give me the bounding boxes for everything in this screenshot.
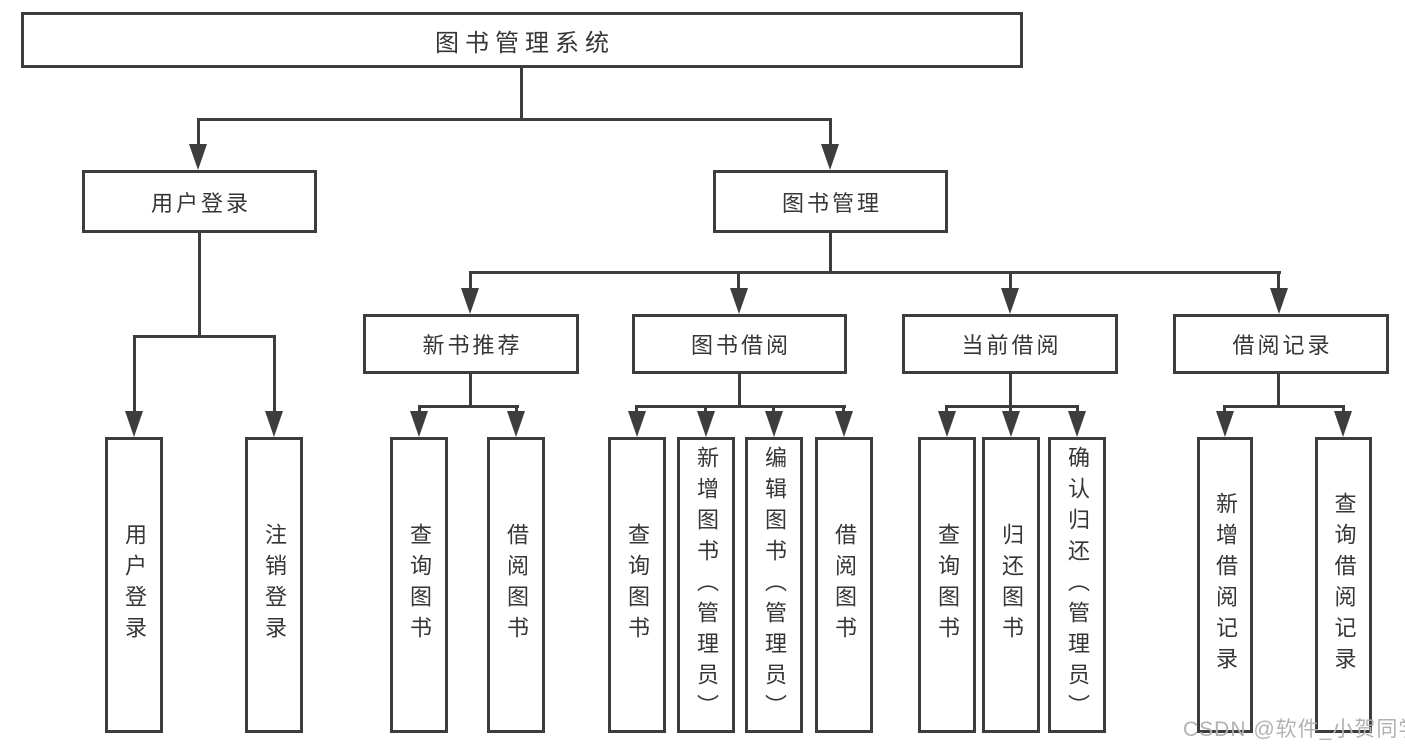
leaf-query-book-current: 查询图书 bbox=[918, 437, 976, 733]
connector-borrow-drop-3 bbox=[772, 405, 775, 414]
arrow-down-icon bbox=[189, 144, 207, 170]
connector-records-drop-2 bbox=[1342, 405, 1345, 414]
leaf-logout: 注销登录 bbox=[245, 437, 303, 733]
connector-bookmgmt-drop-4 bbox=[1277, 271, 1280, 291]
node-root: 图书管理系统 bbox=[21, 12, 1023, 68]
connector-current-branch bbox=[945, 405, 1079, 408]
connector-root-drop-right bbox=[829, 118, 832, 148]
arrow-down-icon bbox=[265, 411, 283, 437]
arrow-down-icon bbox=[1068, 411, 1086, 437]
connector-borrow-stem bbox=[738, 374, 741, 407]
leaf-query-book-recommend: 查询图书 bbox=[390, 437, 448, 733]
leaf-edit-book-admin: 编辑图书（管理员） bbox=[745, 437, 803, 733]
connector-newbook-drop-1 bbox=[418, 405, 421, 414]
connector-records-drop-1 bbox=[1223, 405, 1226, 414]
connector-bookmgmt-drop-1 bbox=[469, 271, 472, 291]
node-current-borrow: 当前借阅 bbox=[902, 314, 1118, 374]
connector-borrow-branch bbox=[635, 405, 846, 408]
leaf-add-borrow-record: 新增借阅记录 bbox=[1197, 437, 1253, 733]
leaf-return-book: 归还图书 bbox=[982, 437, 1040, 733]
arrow-down-icon bbox=[765, 411, 783, 437]
connector-newbook-stem bbox=[469, 374, 472, 407]
node-book-management: 图书管理 bbox=[713, 170, 948, 233]
connector-userlogin-drop-1 bbox=[133, 335, 136, 413]
connector-bookmgmt-drop-2 bbox=[737, 271, 740, 291]
arrow-down-icon bbox=[410, 411, 428, 437]
connector-userlogin-drop-2 bbox=[273, 335, 276, 413]
connector-userlogin-stem bbox=[198, 233, 201, 337]
connector-current-drop-2 bbox=[1009, 405, 1012, 414]
node-new-book-recommend: 新书推荐 bbox=[363, 314, 579, 374]
node-book-borrow: 图书借阅 bbox=[632, 314, 847, 374]
leaf-query-borrow-record: 查询借阅记录 bbox=[1315, 437, 1372, 733]
node-user-login: 用户登录 bbox=[82, 170, 317, 233]
connector-bookmgmt-drop-3 bbox=[1009, 271, 1012, 291]
connector-root-drop-left bbox=[197, 118, 200, 148]
leaf-user-login: 用户登录 bbox=[105, 437, 163, 733]
arrow-down-icon bbox=[1270, 288, 1288, 314]
leaf-borrow-book-recommend: 借阅图书 bbox=[487, 437, 545, 733]
arrow-down-icon bbox=[1216, 411, 1234, 437]
leaf-borrow-book: 借阅图书 bbox=[815, 437, 873, 733]
leaf-query-book-borrow: 查询图书 bbox=[608, 437, 666, 733]
arrow-down-icon bbox=[507, 411, 525, 437]
connector-bookmgmt-stem bbox=[829, 233, 832, 273]
leaf-add-book-admin: 新增图书（管理员） bbox=[677, 437, 735, 733]
connector-root-stem bbox=[520, 68, 523, 120]
arrow-down-icon bbox=[1001, 288, 1019, 314]
connector-current-stem bbox=[1009, 374, 1012, 407]
connector-newbook-drop-2 bbox=[515, 405, 518, 414]
connector-root-branch bbox=[197, 118, 832, 121]
connector-current-drop-3 bbox=[1076, 405, 1079, 414]
arrow-down-icon bbox=[730, 288, 748, 314]
connector-borrow-drop-4 bbox=[842, 405, 845, 414]
connector-borrow-drop-1 bbox=[635, 405, 638, 414]
arrow-down-icon bbox=[628, 411, 646, 437]
connector-userlogin-branch bbox=[133, 335, 276, 338]
arrow-down-icon bbox=[1002, 411, 1020, 437]
arrow-down-icon bbox=[697, 411, 715, 437]
arrow-down-icon bbox=[835, 411, 853, 437]
connector-records-stem bbox=[1277, 374, 1280, 407]
connector-borrow-drop-2 bbox=[704, 405, 707, 414]
connector-bookmgmt-branch bbox=[469, 271, 1281, 274]
csdn-watermark: CSDN @软件_小贺同学 bbox=[1183, 718, 1405, 741]
arrow-down-icon bbox=[821, 144, 839, 170]
arrow-down-icon bbox=[938, 411, 956, 437]
connector-records-branch bbox=[1223, 405, 1344, 408]
arrow-down-icon bbox=[461, 288, 479, 314]
connector-newbook-branch bbox=[418, 405, 519, 408]
connector-current-drop-1 bbox=[945, 405, 948, 414]
arrow-down-icon bbox=[1334, 411, 1352, 437]
leaf-confirm-return-admin: 确认归还（管理员） bbox=[1048, 437, 1106, 733]
arrow-down-icon bbox=[125, 411, 143, 437]
node-borrow-records: 借阅记录 bbox=[1173, 314, 1389, 374]
